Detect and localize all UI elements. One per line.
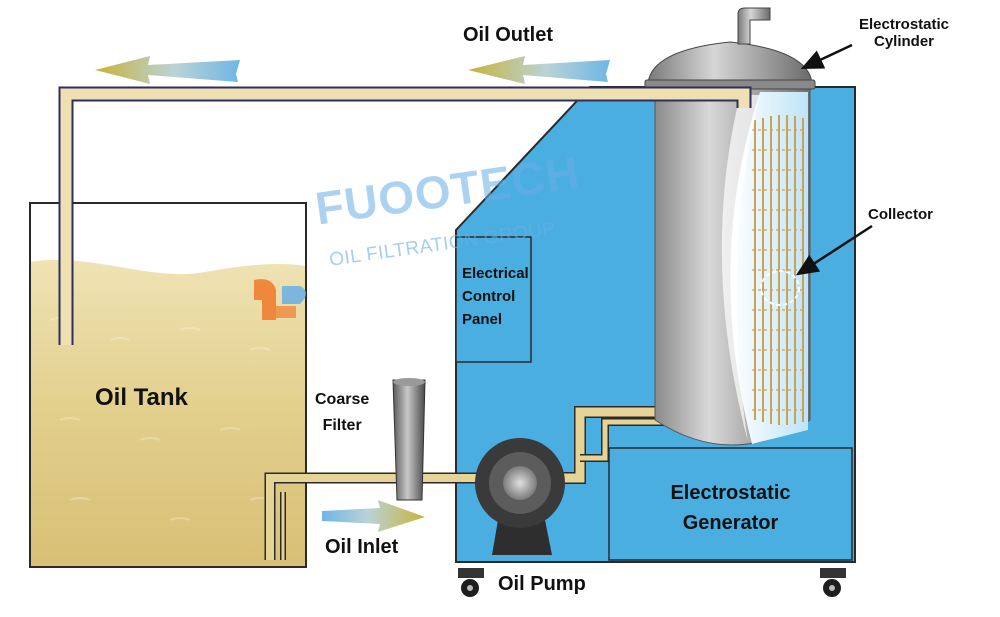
- label-electrical-control-panel-line1: Electrical: [462, 265, 529, 282]
- label-pointers: [795, 43, 873, 276]
- collector-plates: [752, 115, 806, 425]
- label-electrostatic-generator: Electrostatic Generator: [609, 478, 852, 538]
- collector-marker: [760, 270, 800, 306]
- flow-arrows: [95, 56, 610, 532]
- electrostatic-cylinder: [644, 7, 816, 446]
- outlet-arrow-right: [468, 56, 610, 84]
- cylinder-vent: [737, 7, 771, 45]
- label-electrostatic-cylinder: Electrostatic Cylinder: [838, 16, 970, 51]
- cylinder-lid: [647, 41, 813, 84]
- watermark-logo-mark: [254, 279, 306, 320]
- oil-tank: [29, 202, 307, 568]
- cylinder-pointer: [800, 43, 853, 70]
- cabinet-wheels: [458, 568, 846, 597]
- electrical-control-panel: [455, 236, 532, 363]
- oil-pump: [475, 438, 565, 555]
- label-electrostatic-generator-line1: Electrostatic: [670, 482, 791, 504]
- label-coarse-filter-line2: Filter: [322, 417, 362, 434]
- label-oil-pump: Oil Pump: [498, 573, 586, 595]
- collector-pointer: [795, 224, 873, 276]
- tank-outline: [29, 202, 307, 568]
- label-collector: Collector: [868, 206, 934, 223]
- outlet-arrow-left: [95, 56, 240, 84]
- outlet-pipe: [58, 86, 752, 345]
- label-oil-inlet: Oil Inlet: [325, 536, 399, 558]
- label-electrical-control-panel-line3: Panel: [462, 311, 503, 328]
- electrostatic-generator: [608, 447, 853, 561]
- label-coarse-filter: Coarse Filter: [315, 387, 369, 439]
- label-electrical-control-panel-line2: Control: [462, 288, 516, 305]
- label-electrical-control-panel: Electrical Control Panel: [462, 262, 529, 331]
- label-oil-tank: Oil Tank: [95, 384, 188, 411]
- label-electrostatic-cylinder-line2: Cylinder: [873, 33, 934, 51]
- label-oil-outlet: Oil Outlet: [463, 24, 553, 46]
- label-electrostatic-generator-line2: Generator: [682, 512, 779, 534]
- cylinder-window: [730, 92, 808, 444]
- label-electrostatic-cylinder-line1: Electrostatic: [858, 16, 950, 33]
- inlet-pipe: [264, 472, 510, 560]
- inlet-arrow: [322, 500, 425, 532]
- coarse-filter: [392, 378, 426, 501]
- oil-fill: [30, 259, 306, 567]
- label-coarse-filter-line1: Coarse: [315, 391, 370, 408]
